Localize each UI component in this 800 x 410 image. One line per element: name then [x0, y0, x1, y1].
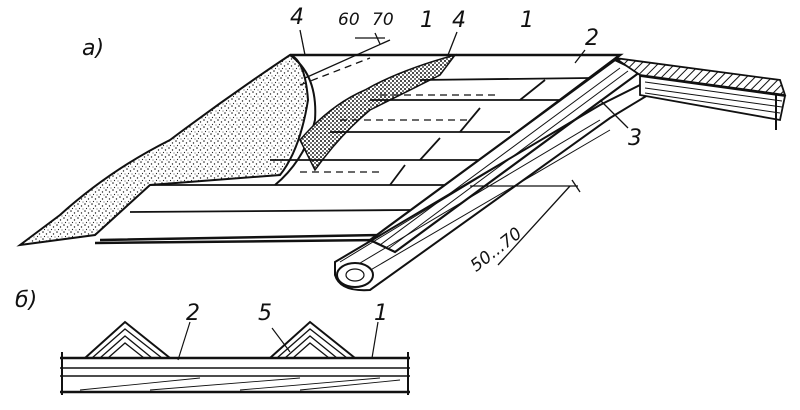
callout-1-mid: 1 — [420, 8, 434, 33]
callout-2: 2 — [585, 26, 599, 51]
section-b-drawing — [60, 320, 410, 395]
callout-1-right: 1 — [520, 8, 534, 33]
part-b-label: б) — [15, 288, 38, 313]
callout-b-1: 1 — [374, 301, 388, 326]
mastic-edge-curve — [274, 54, 317, 186]
dimension-label-60: 60 — [338, 10, 360, 30]
mastic-layer-left — [16, 53, 310, 247]
dimension-label-70: 70 — [372, 10, 394, 30]
section-cut-body — [639, 74, 787, 122]
dimension-50-70 — [470, 179, 581, 266]
section-layers — [644, 81, 783, 114]
callout-b-5: 5 — [258, 301, 272, 326]
beam-end-section — [336, 262, 374, 288]
gravel-strip — [299, 53, 457, 172]
callout-b-2: 2 — [186, 301, 200, 326]
leader-lines — [299, 29, 629, 129]
callout-4-left: 4 — [290, 5, 304, 30]
dimension-60-70 — [304, 32, 391, 79]
sheet-seams — [129, 77, 591, 213]
callout-3: 3 — [628, 126, 642, 151]
section-cut-top — [614, 57, 787, 97]
hidden-seams — [299, 57, 500, 173]
roof-bottom-edge — [94, 238, 381, 245]
beam-end-ring — [345, 268, 365, 282]
callout-4-right: 4 — [452, 8, 466, 33]
part-a-label: а) — [82, 36, 105, 61]
